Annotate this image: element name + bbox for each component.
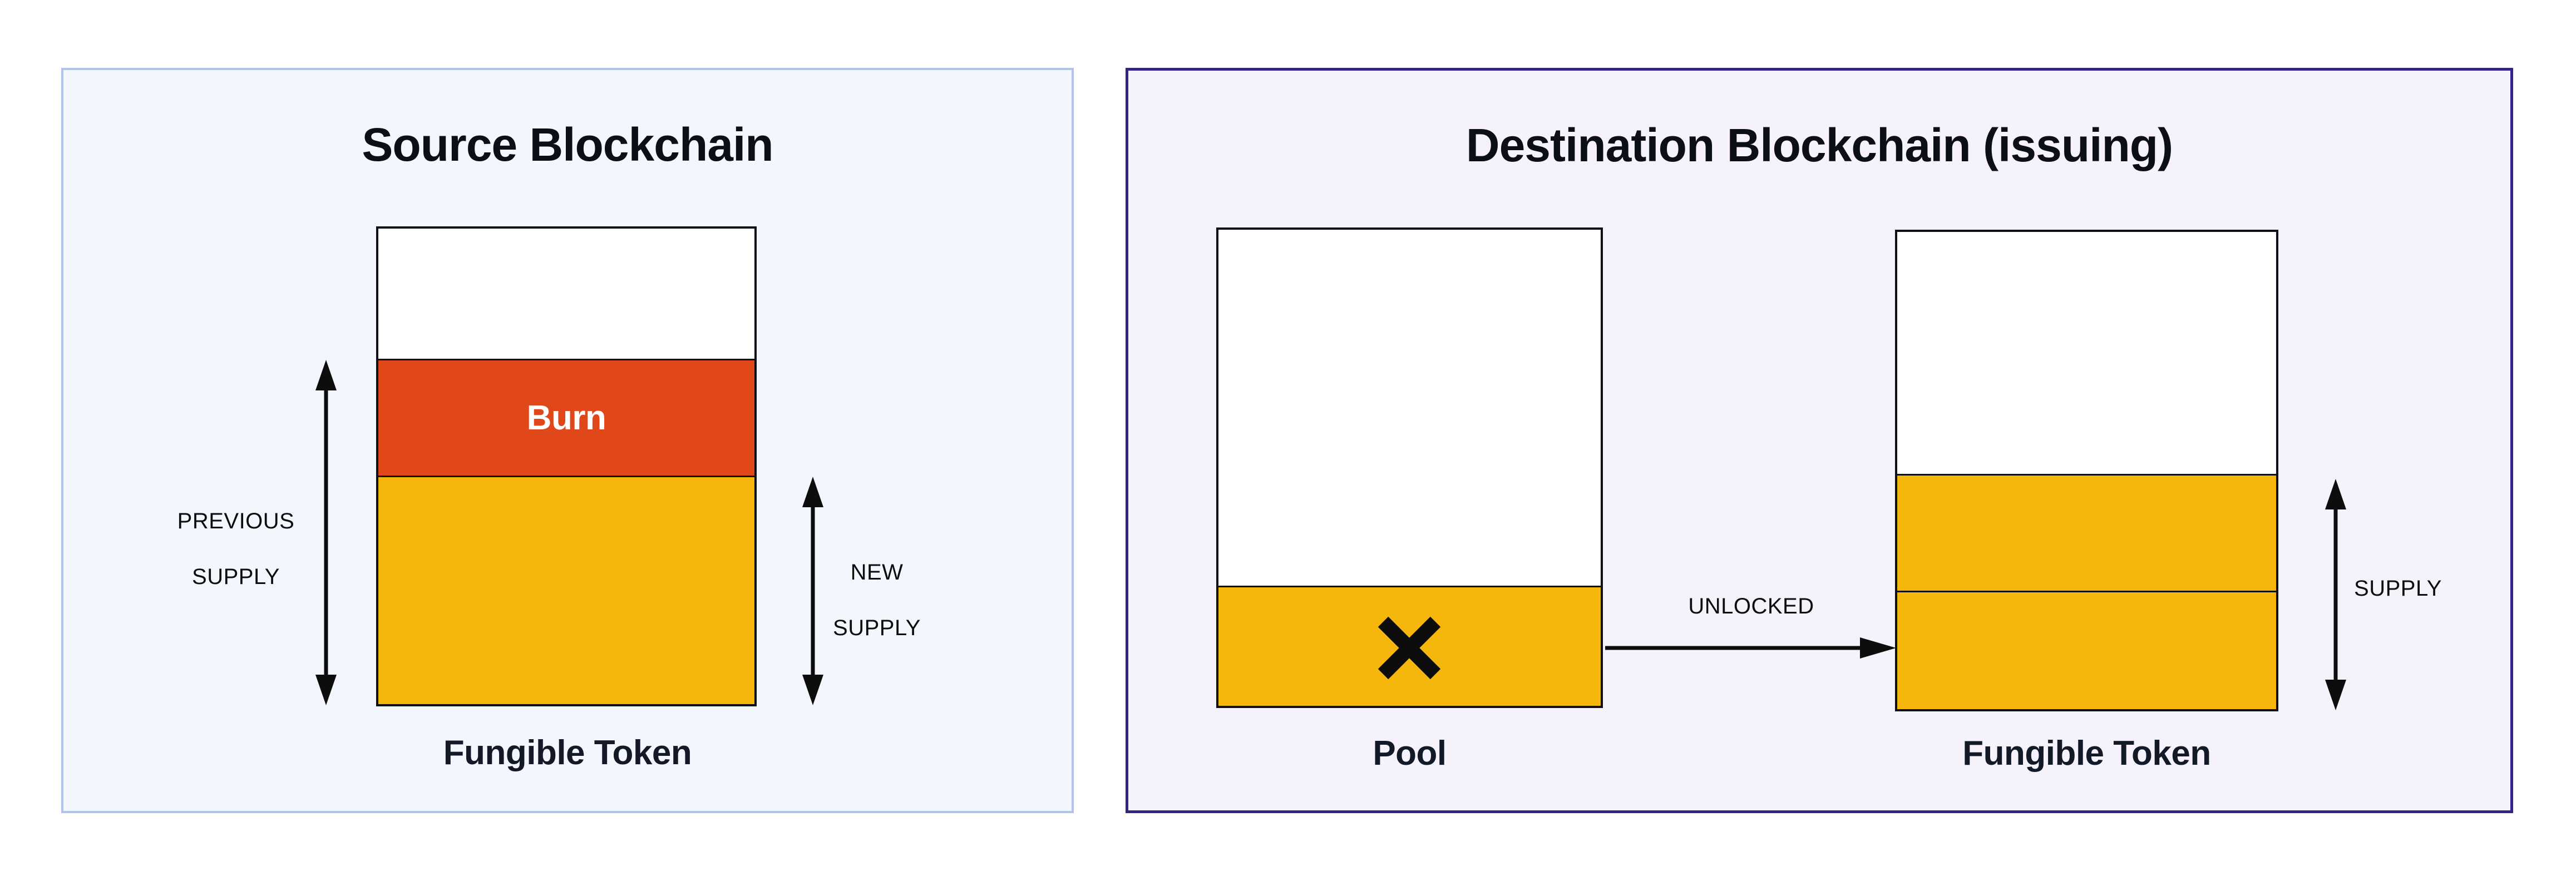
unlocked-label: UNLOCKED xyxy=(1688,594,1814,618)
x-cross-icon xyxy=(1378,616,1441,680)
pool-box xyxy=(1216,227,1603,708)
pool-empty-section xyxy=(1218,230,1601,586)
source-bar-empty-section xyxy=(378,229,754,359)
supply-label: SUPPLY xyxy=(2354,576,2442,601)
supply-arrow-icon xyxy=(2325,479,2346,710)
destination-bar-existing-supply-section xyxy=(1897,474,2276,591)
source-bar-burn-section: Burn xyxy=(378,359,754,476)
new-supply-label: NEW SUPPLY xyxy=(738,558,1016,642)
destination-blockchain-panel: Destination Blockchain (issuing) Pool UN… xyxy=(1126,68,2513,813)
previous-supply-line1: PREVIOUS xyxy=(177,509,295,533)
source-bar-remaining-supply-section xyxy=(378,476,754,704)
new-supply-arrow-icon xyxy=(802,477,823,705)
destination-bar-unlocked-supply-section xyxy=(1897,591,2276,709)
new-supply-line1: NEW xyxy=(850,560,904,585)
source-blockchain-panel: Source Blockchain Burn PREVIOUS SUPPLY N… xyxy=(61,68,1074,813)
destination-token-bar xyxy=(1895,230,2278,711)
previous-supply-line2: SUPPLY xyxy=(192,565,280,589)
previous-supply-label: PREVIOUS SUPPLY xyxy=(97,507,375,591)
source-token-caption: Fungible Token xyxy=(443,734,692,772)
pool-caption: Pool xyxy=(1373,734,1447,773)
burn-label: Burn xyxy=(526,399,606,437)
source-panel-title: Source Blockchain xyxy=(362,118,773,171)
unlocked-arrow-icon xyxy=(1605,637,1896,659)
new-supply-line2: SUPPLY xyxy=(833,616,921,640)
previous-supply-arrow-icon xyxy=(315,360,337,705)
destination-bar-empty-section xyxy=(1897,232,2276,474)
source-token-bar: Burn xyxy=(376,226,757,706)
destination-token-caption: Fungible Token xyxy=(1962,734,2211,773)
destination-panel-title: Destination Blockchain (issuing) xyxy=(1465,119,2173,171)
